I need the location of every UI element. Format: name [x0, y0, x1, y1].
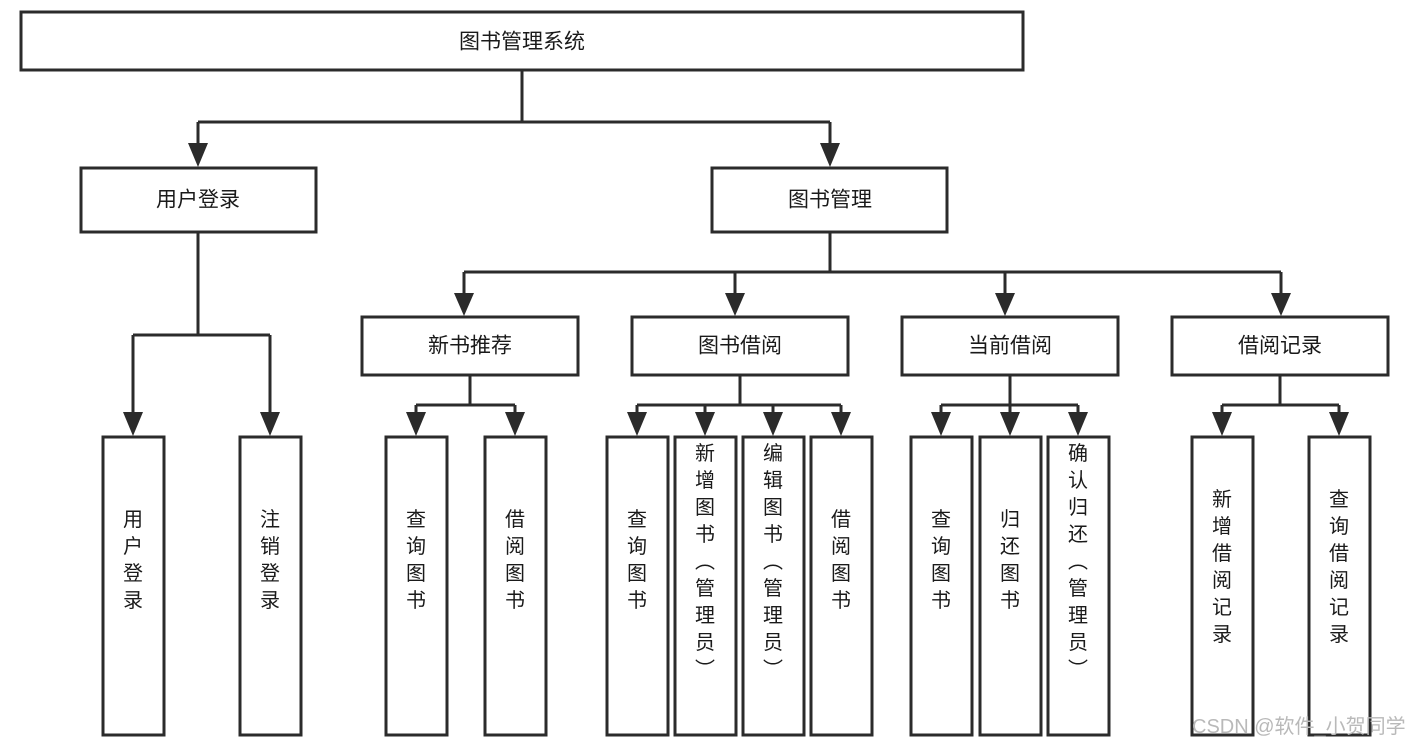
arrow-head-leaf-query-book-1	[406, 412, 426, 436]
connector-borrow-record-to-leaves	[1212, 375, 1349, 436]
leaf-edit-book-label: 编辑图书︵管理员︶	[763, 442, 783, 681]
leaf-edit-book-box[interactable]	[741, 435, 806, 737]
leaf-borrow-book-2-label: 借阅图书	[831, 508, 851, 612]
leaf-node-query-book-1[interactable]: 查询图书	[384, 435, 449, 737]
node-borrow-record-label: 借阅记录	[1238, 335, 1322, 358]
node-new-book-recommend-box[interactable]	[360, 315, 580, 377]
leaf-user-login-label: 用户登录	[123, 509, 143, 612]
node-user-login-box[interactable]	[79, 166, 318, 234]
node-root[interactable]: 图书管理系统	[19, 10, 1025, 72]
node-book-borrow[interactable]: 图书借阅	[630, 315, 850, 377]
leaf-node-return-book[interactable]: 归还图书	[978, 435, 1043, 737]
leaf-add-book-label: 新增图书︵管理员︶	[695, 442, 715, 681]
leaf-user-logout-box[interactable]	[238, 435, 303, 737]
node-current-borrow-box[interactable]	[900, 315, 1120, 377]
connector-user-login-to-leaves	[123, 232, 280, 436]
leaf-node-add-record[interactable]: 新增借阅记录	[1190, 435, 1255, 737]
csdn-watermark: CSDN @软件_小贺同学	[1192, 715, 1405, 738]
arrow-head-current-borrow	[995, 293, 1015, 316]
arrow-head-leaf-confirm-return	[1068, 412, 1088, 436]
leaf-borrow-book-1-box[interactable]	[483, 435, 548, 737]
leaf-borrow-book-2-box[interactable]	[809, 435, 874, 737]
node-root-box[interactable]	[19, 10, 1025, 72]
leaf-query-book-2-label: 查询图书	[627, 508, 647, 612]
leaf-add-record-label: 新增借阅记录	[1212, 488, 1232, 646]
arrow-head-book-borrow	[725, 293, 745, 316]
leaf-user-logout-label: 注销登录	[260, 508, 280, 612]
arrow-head-leaf-query-record	[1329, 412, 1349, 436]
leaf-node-user-logout[interactable]: 注销登录	[238, 435, 303, 737]
node-book-management-box[interactable]	[710, 166, 949, 234]
leaf-user-login-box[interactable]	[101, 435, 166, 737]
leaf-node-confirm-return[interactable]: 确认归还︵管理员︶	[1046, 435, 1111, 737]
arrow-head-leaf-query-book-2	[627, 412, 647, 436]
node-current-borrow-label: 当前借阅	[968, 335, 1052, 358]
arrow-head-user-login	[188, 143, 208, 167]
leaf-node-query-book-2[interactable]: 查询图书	[605, 435, 670, 737]
arrow-head-leaf-borrow-book-1	[505, 412, 525, 436]
leaf-query-book-1-box[interactable]	[384, 435, 449, 737]
leaf-query-record-box[interactable]	[1307, 435, 1372, 737]
arrow-head-leaf-add-record	[1212, 412, 1232, 436]
leaf-return-book-box[interactable]	[978, 435, 1043, 737]
arrow-head-leaf-borrow-book-2	[831, 412, 851, 436]
leaf-node-user-login[interactable]: 用户登录	[101, 435, 166, 737]
arrow-head-borrow-record	[1271, 293, 1291, 316]
node-current-borrow[interactable]: 当前借阅	[900, 315, 1120, 377]
leaf-confirm-return-label: 确认归还︵管理员︶	[1068, 442, 1088, 681]
leaf-query-book-1-label: 查询图书	[406, 508, 426, 612]
arrow-head-leaf-query-book-3	[931, 412, 951, 436]
node-borrow-record[interactable]: 借阅记录	[1170, 315, 1390, 377]
node-book-management[interactable]: 图书管理	[710, 166, 949, 234]
node-book-borrow-box[interactable]	[630, 315, 850, 377]
leaf-borrow-book-1-label: 借阅图书	[505, 508, 525, 612]
leaf-query-book-2-box[interactable]	[605, 435, 670, 737]
connector-current-borrow-to-leaves	[931, 375, 1088, 436]
node-new-book-recommend[interactable]: 新书推荐	[360, 315, 580, 377]
arrow-head-leaf-return-book	[1000, 412, 1020, 436]
leaf-node-add-book[interactable]: 新增图书︵管理员︶	[673, 435, 738, 737]
arrow-head-leaf-user-logout	[260, 412, 280, 436]
arrow-head-book-management	[820, 143, 840, 167]
leaf-node-query-book-3[interactable]: 查询图书	[909, 435, 974, 737]
leaf-query-record-label: 查询借阅记录	[1329, 488, 1349, 646]
connector-book-management-to-level3	[454, 232, 1291, 316]
leaf-node-edit-book[interactable]: 编辑图书︵管理员︶	[741, 435, 806, 737]
node-book-management-label: 图书管理	[788, 189, 872, 212]
node-user-login-label: 用户登录	[156, 189, 240, 212]
arrow-head-new-book-recommend	[454, 293, 474, 316]
arrow-head-leaf-edit-book	[763, 412, 783, 436]
leaf-node-borrow-book-2[interactable]: 借阅图书	[809, 435, 874, 737]
leaf-add-record-box[interactable]	[1190, 435, 1255, 737]
leaf-confirm-return-box[interactable]	[1046, 435, 1111, 737]
node-borrow-record-box[interactable]	[1170, 315, 1390, 377]
connector-book-borrow-to-leaves	[627, 375, 851, 436]
arrow-head-leaf-user-login	[123, 412, 143, 436]
connector-root-to-level2	[188, 70, 840, 167]
connector-new-book-recommend-to-leaves	[406, 375, 525, 436]
node-book-borrow-label: 图书借阅	[698, 335, 782, 358]
node-new-book-recommend-label: 新书推荐	[428, 335, 512, 358]
leaf-add-book-box[interactable]	[673, 435, 738, 737]
arrow-head-leaf-add-book	[695, 412, 715, 436]
leaf-node-query-record[interactable]: 查询借阅记录	[1307, 435, 1372, 737]
leaf-query-book-3-box[interactable]	[909, 435, 974, 737]
leaf-node-borrow-book-1[interactable]: 借阅图书	[483, 435, 548, 737]
node-user-login[interactable]: 用户登录	[79, 166, 318, 234]
leaf-return-book-label: 归还图书	[1000, 508, 1020, 612]
node-root-label: 图书管理系统	[459, 31, 585, 54]
leaf-query-book-3-label: 查询图书	[931, 508, 951, 612]
